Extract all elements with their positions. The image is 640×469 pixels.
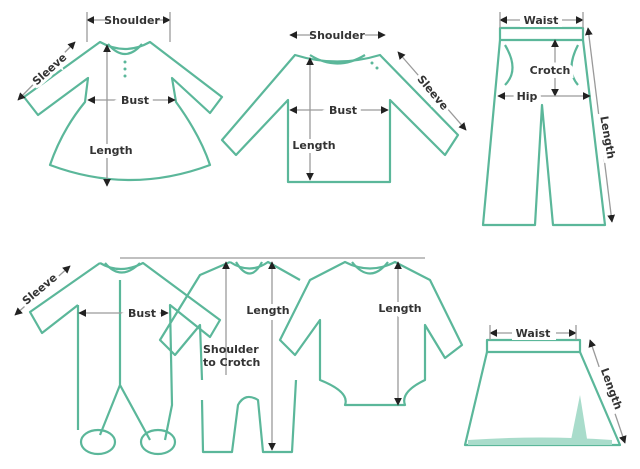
bodysuit-length-label: Length (378, 302, 421, 315)
dress-shoulder-label: Shoulder (104, 14, 160, 27)
skirt-figure: Waist Length (463, 325, 629, 447)
dress-length-label: Length (89, 144, 132, 157)
sleeper-sleeve-label: Sleeve (20, 271, 60, 307)
romper-shoulder-to-crotch-label-line2: to Crotch (203, 356, 260, 369)
romper-figure: Shoulder to Crotch Length (158, 260, 301, 454)
shirt-bust-label: Bust (329, 104, 357, 117)
romper-length-label: Length (246, 304, 289, 317)
shirt-shoulder-label: Shoulder (309, 29, 365, 42)
pants-crotch-label: Crotch (530, 64, 571, 77)
skirt-waist-label: Waist (516, 327, 551, 340)
sleeper-bust-label: Bust (128, 307, 156, 320)
shirt-figure: Shoulder Sleeve Bust Length (220, 28, 467, 184)
romper-shoulder-to-crotch-label-line1: Shoulder (203, 343, 259, 356)
bodysuit-figure: Length (278, 260, 464, 407)
pants-length-label: Length (597, 115, 617, 160)
pants-figure: Waist Crotch Hip Length (481, 12, 622, 227)
shirt-sleeve-label: Sleeve (414, 73, 450, 113)
dress-bust-label: Bust (121, 94, 149, 107)
dress-figure: Shoulder Sleeve Bust Length (17, 12, 224, 187)
pants-waist-label: Waist (524, 14, 559, 27)
pants-hip-label: Hip (517, 90, 538, 103)
shirt-length-label: Length (292, 139, 335, 152)
